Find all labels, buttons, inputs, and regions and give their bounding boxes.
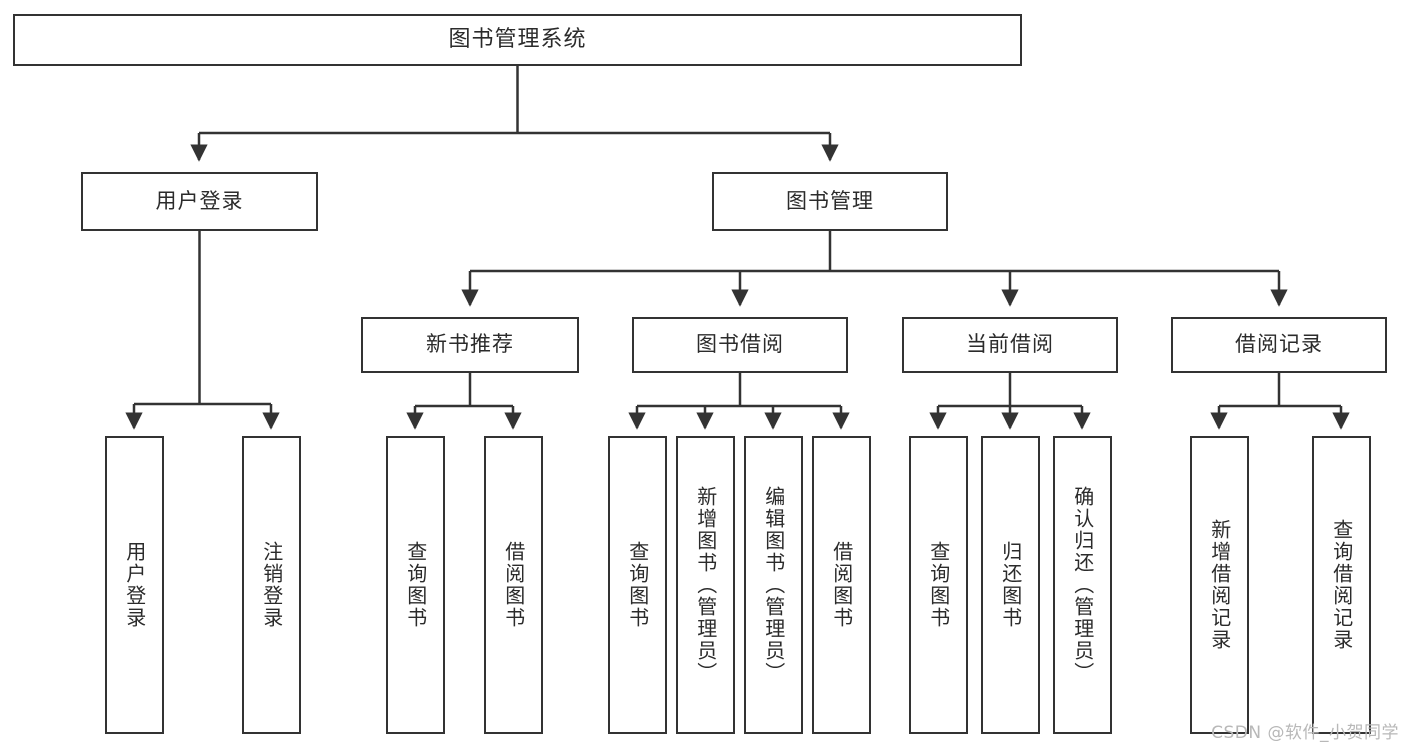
node-new-book-recommend-label: 新书推荐 (426, 332, 514, 357)
node-current-borrow-label: 当前借阅 (966, 332, 1054, 357)
leaf-query-book-current-label: 查询图书 (926, 541, 951, 629)
node-book-borrow-label: 图书借阅 (696, 332, 784, 357)
leaf-return-book-label: 归还图书 (998, 541, 1023, 629)
node-new-book-recommend[interactable]: 新书推荐 (361, 317, 579, 373)
leaf-add-book-admin[interactable]: 新增图书（管理员） (676, 436, 735, 734)
leaf-logout-label: 注销登录 (259, 541, 284, 629)
leaf-user-login-label: 用户登录 (122, 541, 147, 629)
leaf-borrow-book-recommend[interactable]: 借阅图书 (484, 436, 543, 734)
leaf-return-book[interactable]: 归还图书 (981, 436, 1040, 734)
leaf-borrow-book-label: 借阅图书 (829, 541, 854, 629)
node-borrow-record-label: 借阅记录 (1235, 332, 1323, 357)
node-user-login-label: 用户登录 (155, 188, 244, 213)
leaf-edit-book-admin-label: 编辑图书（管理员） (761, 486, 786, 684)
leaf-query-book-label: 查询图书 (625, 541, 650, 629)
leaf-query-book-current[interactable]: 查询图书 (909, 436, 968, 734)
leaf-add-borrow-record[interactable]: 新增借阅记录 (1190, 436, 1249, 734)
leaf-logout[interactable]: 注销登录 (242, 436, 301, 734)
leaf-add-book-admin-label: 新增图书（管理员） (693, 486, 718, 684)
leaf-query-book-recommend[interactable]: 查询图书 (386, 436, 445, 734)
node-book-management-label: 图书管理 (786, 188, 874, 213)
leaf-user-login[interactable]: 用户登录 (105, 436, 164, 734)
leaf-add-borrow-record-label: 新增借阅记录 (1207, 519, 1232, 651)
leaf-query-borrow-record-label: 查询借阅记录 (1329, 519, 1354, 651)
node-root-label: 图书管理系统 (448, 26, 587, 52)
leaf-query-borrow-record[interactable]: 查询借阅记录 (1312, 436, 1371, 734)
leaf-borrow-book[interactable]: 借阅图书 (812, 436, 871, 734)
leaf-borrow-book-recommend-label: 借阅图书 (501, 541, 526, 629)
node-book-management[interactable]: 图书管理 (712, 172, 948, 231)
leaf-query-book[interactable]: 查询图书 (608, 436, 667, 734)
watermark: CSDN @软件_小贺同学 (1211, 723, 1399, 743)
node-current-borrow[interactable]: 当前借阅 (902, 317, 1118, 373)
leaf-confirm-return-admin[interactable]: 确认归还（管理员） (1053, 436, 1112, 734)
leaf-confirm-return-admin-label: 确认归还（管理员） (1070, 486, 1095, 684)
leaf-edit-book-admin[interactable]: 编辑图书（管理员） (744, 436, 803, 734)
node-book-borrow[interactable]: 图书借阅 (632, 317, 848, 373)
node-root[interactable]: 图书管理系统 (13, 14, 1022, 66)
node-borrow-record[interactable]: 借阅记录 (1171, 317, 1387, 373)
node-user-login[interactable]: 用户登录 (81, 172, 318, 231)
leaf-query-book-recommend-label: 查询图书 (403, 541, 428, 629)
